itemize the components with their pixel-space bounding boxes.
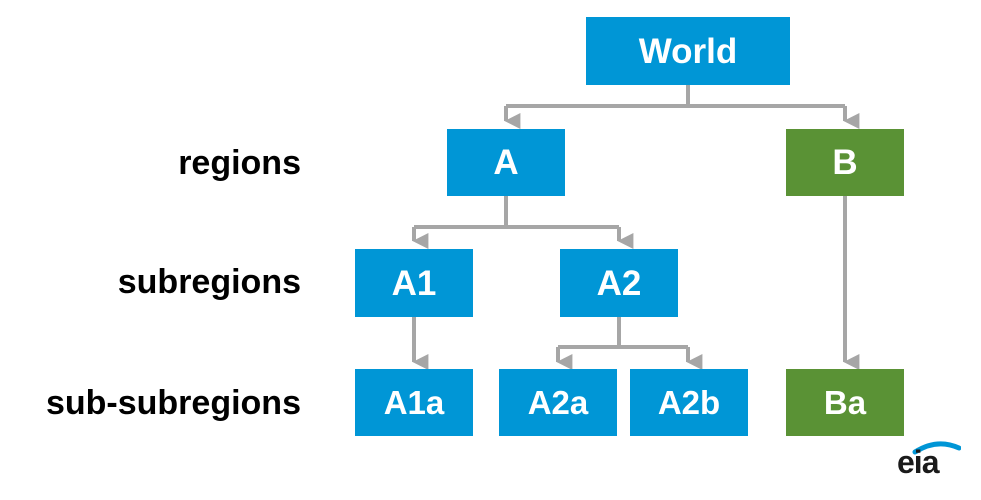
node-a1: A1 (355, 249, 473, 317)
node-a1a: A1a (355, 369, 473, 436)
node-b: B (786, 129, 904, 196)
eia-logo: eia (897, 436, 961, 484)
node-ba: Ba (786, 369, 904, 436)
eia-logo-text: eia (897, 444, 939, 480)
node-a2a: A2a (499, 369, 617, 436)
eia-logo-swoosh-icon (912, 441, 961, 455)
node-world: World (586, 17, 790, 85)
row-label-regions: regions (178, 144, 301, 182)
node-a: A (447, 129, 565, 196)
node-a2: A2 (560, 249, 678, 317)
row-label-subregions: subregions (117, 263, 301, 301)
node-a2b: A2b (630, 369, 748, 436)
row-label-sub-subregions: sub-subregions (45, 384, 301, 422)
